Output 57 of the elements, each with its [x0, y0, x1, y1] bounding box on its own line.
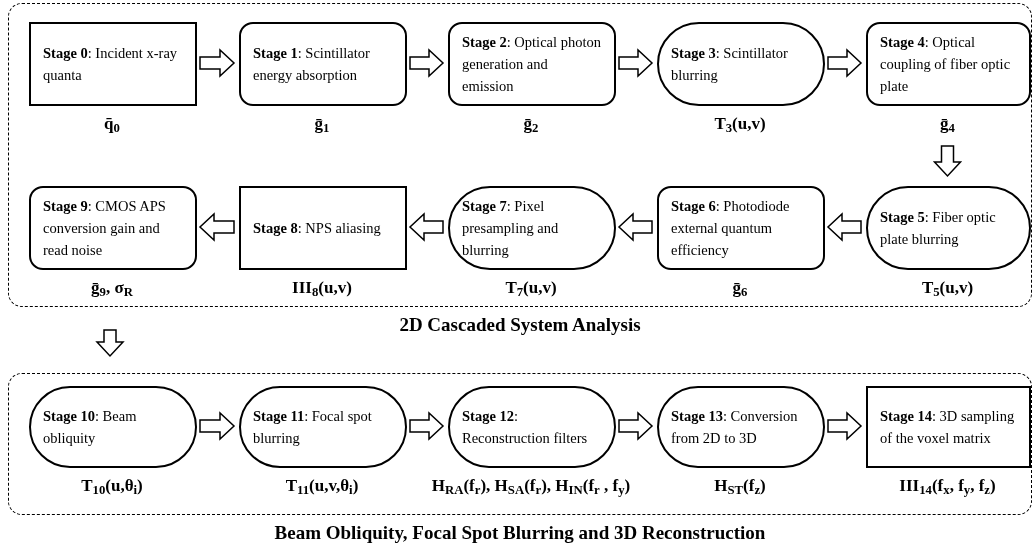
transfer-function-label: T$_{7}$(u,v)	[505, 277, 557, 299]
block-arrow	[198, 212, 235, 242]
section-heading: Beam Obliquity, Focal Spot Blurring and 3D Reconstruction	[274, 521, 766, 545]
transfer-function-label: ḡ$_{9}$, σ$_{R}$	[91, 277, 133, 299]
stage-description: Stage 4: Optical coupling of fiber optic plate	[880, 33, 1012, 96]
transfer-function-label: ḡ$_{1}$	[314, 113, 330, 135]
transfer-function-label: T$_{3}$(u,v)	[714, 113, 766, 135]
transfer-function-label: H$_{ST}$(f$_{z}$)	[714, 475, 766, 497]
stage-description: Stage 2: Optical photon generation and emission	[462, 33, 602, 96]
block-arrow	[826, 212, 862, 242]
block-arrow	[199, 411, 236, 441]
stage-description: Stage 3: Scintillator blurring	[671, 44, 789, 85]
rounded-process-box	[657, 186, 825, 270]
transfer-function-label: III$_{14}$(f$_{x}$, f$_{y}$, f$_{z}$)	[899, 475, 996, 497]
block-arrow	[617, 212, 653, 242]
stage-description: Stage 8: NPS aliasing	[253, 219, 381, 238]
section-heading: 2D Cascaded System Analysis	[399, 313, 641, 337]
transfer-function-label: ḡ$_{4}$	[940, 113, 955, 135]
dashed-group-frame	[8, 373, 1032, 515]
transfer-function-label: ḡ$_{6}$	[732, 277, 748, 299]
transfer-function-label: H$_{RA}$(f$_{r}$), H$_{SA}$(f$_{r}$), H$_{IN}$(f$_{r}$ , f$_{y}$)	[431, 475, 631, 497]
transfer-function-label: III$_{8}$(u,v)	[292, 277, 352, 299]
rounded-process-box	[448, 22, 616, 106]
transfer-function-label: T$_{11}$(u,v,θ$_{i}$)	[285, 475, 359, 497]
stage-description: Stage 5: Fiber optic plate blurring	[880, 208, 997, 249]
transfer-function-label: ḡ$_{2}$	[523, 113, 539, 135]
block-arrow	[932, 145, 963, 178]
stage-description: Stage 0: Incident x-ray quanta	[43, 44, 179, 85]
transfer-function-label: T$_{5}$(u,v)	[921, 277, 974, 299]
stage-description: Stage 1: Scintillator energy absorption	[253, 44, 371, 85]
block-arrow	[408, 212, 444, 242]
rounded-process-box	[239, 22, 407, 106]
block-arrow	[199, 48, 236, 78]
block-arrow	[95, 329, 125, 358]
block-arrow	[409, 48, 445, 78]
stage-description: Stage 12: Reconstruction filters	[462, 407, 589, 448]
process-box	[239, 186, 407, 270]
stage-description: Stage 11: Focal spot blurring	[253, 407, 373, 448]
transfer-function-label: q̄$_{0}$	[104, 113, 120, 135]
block-arrow	[827, 48, 863, 78]
dashed-group-frame	[8, 3, 1032, 307]
block-arrow	[618, 411, 654, 441]
transfer-function-label: T$_{10}$(u,θ$_{i}$)	[81, 475, 143, 497]
stage-description: Stage 7: Pixel presampling and blurring	[462, 197, 560, 260]
stage-description: Stage 14: 3D sampling of the voxel matrix	[880, 407, 1016, 448]
rounded-process-box	[29, 186, 197, 270]
block-arrow	[618, 48, 654, 78]
rounded-terminal-box	[866, 186, 1031, 270]
stage-description: Stage 10: Beam obliquity	[43, 407, 138, 448]
block-arrow	[409, 411, 445, 441]
stage-description: Stage 9: CMOS APS conversion gain and read noise	[43, 197, 167, 260]
process-box	[866, 386, 1031, 468]
stage-description: Stage 6: Photodiode external quantum efficiency	[671, 197, 791, 260]
process-box	[29, 22, 197, 106]
block-arrow	[827, 411, 863, 441]
rounded-process-box	[866, 22, 1031, 106]
stage-description: Stage 13: Conversion from 2D to 3D	[671, 407, 799, 448]
